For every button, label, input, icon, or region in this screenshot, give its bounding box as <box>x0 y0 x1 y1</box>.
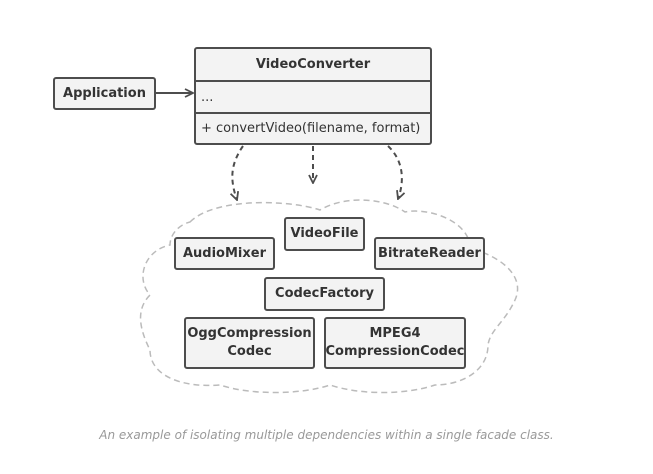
video-file-label: VideoFile <box>290 226 359 241</box>
mpeg4-compression-codec-box: MPEG4 CompressionCodec <box>324 317 466 369</box>
application-box: Application <box>53 77 156 110</box>
video-file-box: VideoFile <box>284 217 365 251</box>
application-label: Application <box>63 85 146 101</box>
subsystem-cloud <box>139 199 519 394</box>
ogg-compression-codec-box: OggCompression Codec <box>184 317 315 369</box>
figure-caption: An example of isolating multiple depende… <box>99 428 554 442</box>
video-converter-class: VideoConverter ... + convertVideo(filena… <box>194 47 432 145</box>
mpeg4-compression-codec-label: MPEG4 CompressionCodec <box>325 326 465 359</box>
bitrate-reader-label: BitrateReader <box>378 245 481 261</box>
bitrate-reader-box: BitrateReader <box>374 237 485 270</box>
codec-factory-label: CodecFactory <box>275 286 374 301</box>
audio-mixer-label: AudioMixer <box>182 245 266 261</box>
class-name: VideoConverter <box>255 57 371 72</box>
facade-to-subsystem-arrow-right <box>387 145 402 199</box>
facade-to-subsystem-arrow-left <box>232 145 244 200</box>
codec-factory-box: CodecFactory <box>264 277 385 311</box>
ogg-compression-codec-label: OggCompression Codec <box>187 326 312 359</box>
class-methods: + convertVideo(filename, format) <box>196 112 430 143</box>
class-fields: ... <box>196 80 430 112</box>
audio-mixer-box: AudioMixer <box>174 237 275 270</box>
